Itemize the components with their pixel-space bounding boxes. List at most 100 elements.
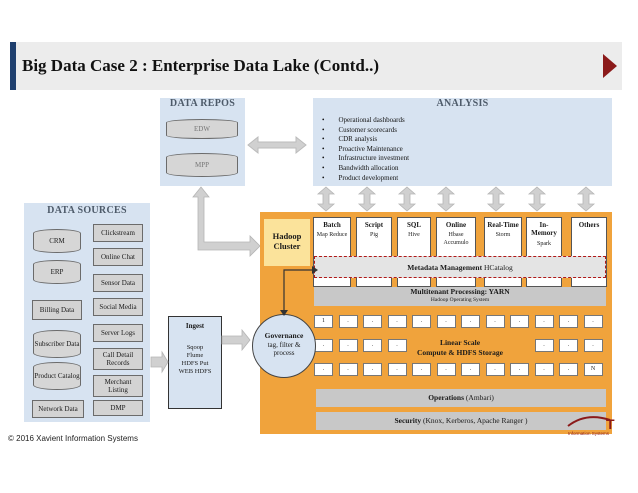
engine-name: Online [445, 221, 467, 229]
source-crm: CRM [33, 229, 81, 253]
ingest-line: Flume [186, 352, 204, 359]
source-dmp: DMP [93, 400, 143, 416]
storage-grid: 1.............................N [314, 315, 608, 381]
storage-node: . [314, 339, 333, 352]
analysis-item: Customer scorecards [322, 126, 409, 136]
storage-node: . [559, 339, 578, 352]
source-server-logs: Server Logs [93, 324, 143, 342]
engine-name: Batch [323, 221, 341, 229]
storage-node: . [510, 363, 529, 376]
logo-letter: T [606, 416, 615, 432]
repo-edw: EDW [166, 119, 238, 139]
storage-node: . [338, 339, 358, 352]
security-sub: (Knox, Kerberos, Apache Ranger ) [423, 416, 528, 425]
analysis-item: Proactive Maintenance [322, 145, 409, 155]
footer-text: © 2016 Xavient Information Systems [8, 434, 138, 443]
storage-node: . [461, 315, 480, 328]
storage-node: . [387, 315, 407, 328]
storage-node: . [363, 339, 382, 352]
engine-sub: Spark [537, 240, 551, 247]
repos-analysis-arrow-icon [247, 135, 307, 155]
engine-name: In-Memory [531, 221, 557, 238]
storage-node: . [534, 315, 554, 328]
yarn-sub: Hadoop Operating System [430, 297, 490, 303]
analysis-item: Infrastructure investment [322, 154, 409, 164]
storage-node: . [510, 315, 529, 328]
storage-node: . [534, 339, 554, 352]
governance-sub: tag, filter & process [267, 341, 301, 358]
storage-node: . [338, 315, 358, 328]
storage-node: . [583, 315, 603, 328]
ingest-line: Sqoop [186, 344, 204, 351]
analysis-item: Product development [322, 174, 409, 184]
storage-node: . [559, 315, 578, 328]
engine-name: Script [364, 221, 384, 229]
engine-name: Real-Time [487, 221, 519, 229]
governance-box [252, 314, 316, 378]
storage-node: . [436, 315, 456, 328]
storage-node: . [559, 363, 578, 376]
metadata-sub: HCatalog [483, 263, 513, 272]
engine-name: SQL [406, 221, 421, 229]
security-title: Security [394, 416, 422, 425]
source-social-media: Social Media [93, 298, 143, 316]
source-sensor-data: Sensor Data [93, 274, 143, 292]
metadata-title: Metadata Management [407, 263, 483, 272]
storage-node: . [363, 363, 382, 376]
storage-node: . [485, 315, 505, 328]
security-text: Security (Knox, Kerberos, Apache Ranger … [316, 416, 606, 425]
source-network-data: Network Data [32, 400, 84, 418]
engine-sub: Pig [369, 232, 378, 239]
governance-metadata-arrow-icon [280, 266, 318, 316]
logo-subtext: Information Systems [568, 431, 610, 436]
yarn-bar [314, 287, 606, 306]
storage-node: . [387, 339, 407, 352]
storage-node: . [314, 363, 333, 376]
storage-node: . [412, 363, 431, 376]
ingest-title: Ingest [185, 322, 205, 330]
storage-node: . [461, 363, 480, 376]
operations-title: Operations [428, 393, 465, 402]
storage-node: . [338, 363, 358, 376]
governance-title: Governance [264, 331, 304, 340]
logo-swoosh-icon [567, 416, 611, 427]
data-repos-title: DATA REPOS [169, 98, 236, 109]
source-call-detail-records: Call Detail Records [93, 348, 143, 370]
title-bar [10, 42, 622, 90]
repo-mpp: MPP [166, 153, 238, 177]
operations-bar [316, 389, 606, 407]
storage-node: 1 [314, 315, 333, 328]
source-billing-data: Billing Data [32, 300, 82, 320]
ingest-line: WEB HDFS [178, 368, 212, 375]
source-merchant-listing: Merchant Listing [93, 375, 143, 397]
company-logo: T Information Systems [566, 414, 620, 438]
source-erp: ERP [33, 260, 81, 284]
engine-name: Others [578, 221, 600, 229]
engine-sub: Hive [408, 232, 420, 239]
operations-text: Operations (Ambari) [316, 393, 606, 402]
source-subscriber-data: Subscriber Data [33, 330, 81, 358]
engine-sub: Storm [495, 232, 511, 239]
storage-node: . [436, 363, 456, 376]
source-product-catalog: Product Catalog [33, 362, 81, 390]
storage-node: . [412, 315, 431, 328]
data-sources-title: DATA SOURCES [47, 205, 127, 216]
flow-arrows-icon [150, 186, 261, 374]
security-bar [316, 412, 606, 430]
source-clickstream: Clickstream [93, 224, 143, 242]
operations-sub: (Ambari) [465, 393, 494, 402]
storage-title: Linear Scale [439, 338, 481, 347]
storage-node: . [387, 363, 407, 376]
title-arrow-icon [603, 54, 617, 78]
analysis-list: Operational dashboards Customer scorecar… [322, 116, 409, 183]
hadoop-cluster-label: Hadoop Cluster [272, 231, 302, 252]
storage-node: . [534, 363, 554, 376]
storage-node: . [485, 363, 505, 376]
analysis-item: CDR analysis [322, 135, 409, 145]
analysis-item: Bandwidth allocation [322, 164, 409, 174]
metadata-bar [314, 256, 606, 278]
ingest-box [168, 316, 222, 409]
ingest-line: HDFS Put [181, 360, 209, 367]
source-online-chat: Online Chat [93, 248, 143, 266]
